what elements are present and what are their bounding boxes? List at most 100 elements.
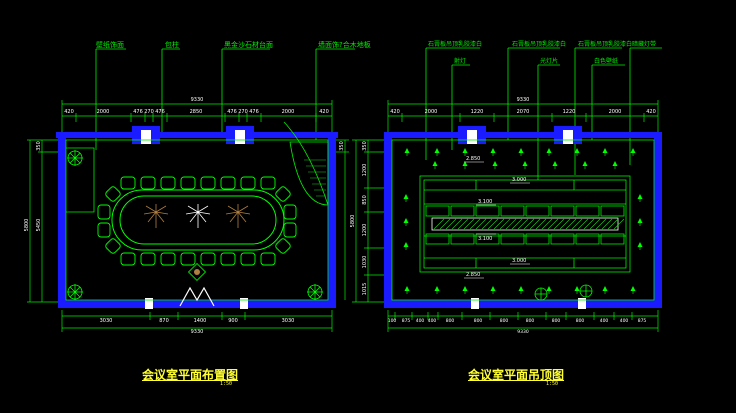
spotlight-icon <box>602 148 608 153</box>
dim-text: 870 <box>159 318 169 324</box>
callout-text: 黑金沙石材台面 <box>224 40 273 49</box>
dim-text: 270 <box>238 109 248 115</box>
spotlight-icon <box>518 286 524 291</box>
hatch-line <box>451 218 463 230</box>
potted-plant-icon <box>67 284 83 300</box>
dim-text: 5800 <box>350 215 356 228</box>
spotlight-icon <box>492 161 498 166</box>
spotlight-icon <box>403 242 409 247</box>
dim-text: 350 <box>339 141 345 151</box>
dim-text: 800 <box>446 318 455 324</box>
light-panel <box>500 205 525 217</box>
right-bottom-dim-texts: 100 875 400 400 800 800 800 800 800 800 … <box>388 318 647 335</box>
chair <box>283 204 297 220</box>
light-panel <box>600 205 625 217</box>
light-panel <box>500 233 525 245</box>
dim-text: 5450 <box>36 219 42 232</box>
spotlight-icon <box>630 148 636 153</box>
spotlight-icon <box>404 286 410 291</box>
hatch-line <box>553 218 565 230</box>
spotlight-icon <box>434 286 440 291</box>
spotlight-icon <box>582 161 588 166</box>
dim-text: 420 <box>319 109 329 115</box>
spotlight-icon <box>490 148 496 153</box>
chair <box>120 252 136 266</box>
hatch-line <box>559 218 571 230</box>
spotlight-icon <box>404 148 410 153</box>
plant-icon <box>225 204 251 228</box>
left-plan-title: 会议室平面布置图 <box>142 368 239 382</box>
light-panel <box>575 205 600 217</box>
chair <box>260 252 276 266</box>
spotlight-icon <box>637 194 643 199</box>
dim-text: 420 <box>390 109 400 115</box>
chair <box>283 222 297 238</box>
light-panel-grid <box>425 205 625 245</box>
left-plan: 壁纸饰面 包柱 黑金沙石材台面 墙面饰?合木地板 9330 420 2000 <box>24 40 371 335</box>
spotlight-icon <box>462 286 468 291</box>
dim-text: 1220 <box>563 109 576 115</box>
corner-plants <box>67 150 323 300</box>
light-panel <box>525 233 550 245</box>
spotlight-icon <box>434 148 440 153</box>
level-text: 3.100 <box>478 236 492 242</box>
chair <box>275 186 291 202</box>
spotlight-icon <box>637 218 643 223</box>
callout-text: 光灯片 <box>540 57 558 65</box>
hatch-line <box>511 218 523 230</box>
hatch-line <box>577 218 589 230</box>
hatch-line <box>439 218 451 230</box>
level-text: 3.000 <box>512 177 526 183</box>
level-text: 3.000 <box>512 258 526 264</box>
left-side-dim-texts: 350 5450 5800 350 <box>24 141 345 231</box>
chair <box>97 222 111 238</box>
light-panel <box>525 205 550 217</box>
spotlight-icon <box>432 161 438 166</box>
chair <box>105 238 121 254</box>
hatch-line <box>487 218 499 230</box>
left-callouts: 壁纸饰面 包柱 黑金沙石材台面 墙面饰?合木地板 <box>96 40 371 49</box>
dim-text: 1015 <box>362 283 368 296</box>
dim-text: 400 <box>416 318 425 324</box>
hatch-line <box>445 218 457 230</box>
left-top-dimensions <box>61 100 333 132</box>
dim-text: 476 <box>227 109 237 115</box>
right-top-dim-texts: 9330 420 2000 1220 2070 1220 2000 420 <box>390 97 656 115</box>
level-text: 3.100 <box>478 199 492 205</box>
level-markers: 2.850 3.000 3.100 3.100 3.000 2.850 <box>464 156 530 279</box>
dim-text: 2070 <box>517 109 530 115</box>
hatch-line <box>481 218 493 230</box>
left-top-dim-texts: 9330 420 2000 476 270 476 2850 476 270 4… <box>64 97 329 115</box>
dim-text: 1220 <box>471 109 484 115</box>
chairs <box>97 176 297 266</box>
right-side-dimensions <box>352 139 388 303</box>
dim-text: 400 <box>428 318 437 324</box>
hatch-line <box>595 218 607 230</box>
left-columns <box>141 130 248 309</box>
hatch-line <box>457 218 469 230</box>
callout-text: 石膏板吊顶乳胶漆白 <box>578 40 632 48</box>
dim-text: 2000 <box>282 109 295 115</box>
spotlight-icon <box>602 286 608 291</box>
chair <box>240 176 256 190</box>
right-plan-scale: 1:50 <box>546 381 559 387</box>
spotlight-icon <box>546 148 552 153</box>
spotlight-icon <box>612 161 618 166</box>
light-panel <box>600 233 625 245</box>
left-bottom-dim-texts: 3030 870 1400 900 3030 9330 <box>100 318 295 335</box>
callout-text: 射灯 <box>454 57 466 65</box>
dim-text: 3030 <box>100 318 113 324</box>
light-panel <box>550 205 575 217</box>
light-panel <box>475 205 500 217</box>
dim-text: 400 <box>620 318 629 324</box>
level-text: 2.850 <box>466 272 480 278</box>
dim-text: 9330 <box>517 329 529 335</box>
chair <box>275 238 291 254</box>
dim-text: 9330 <box>517 97 530 103</box>
light-panel <box>575 233 600 245</box>
callout-text: 墙面饰?合木地板 <box>318 40 371 49</box>
hatch-line <box>469 218 481 230</box>
right-top-dimensions <box>387 100 659 132</box>
chair <box>160 252 176 266</box>
